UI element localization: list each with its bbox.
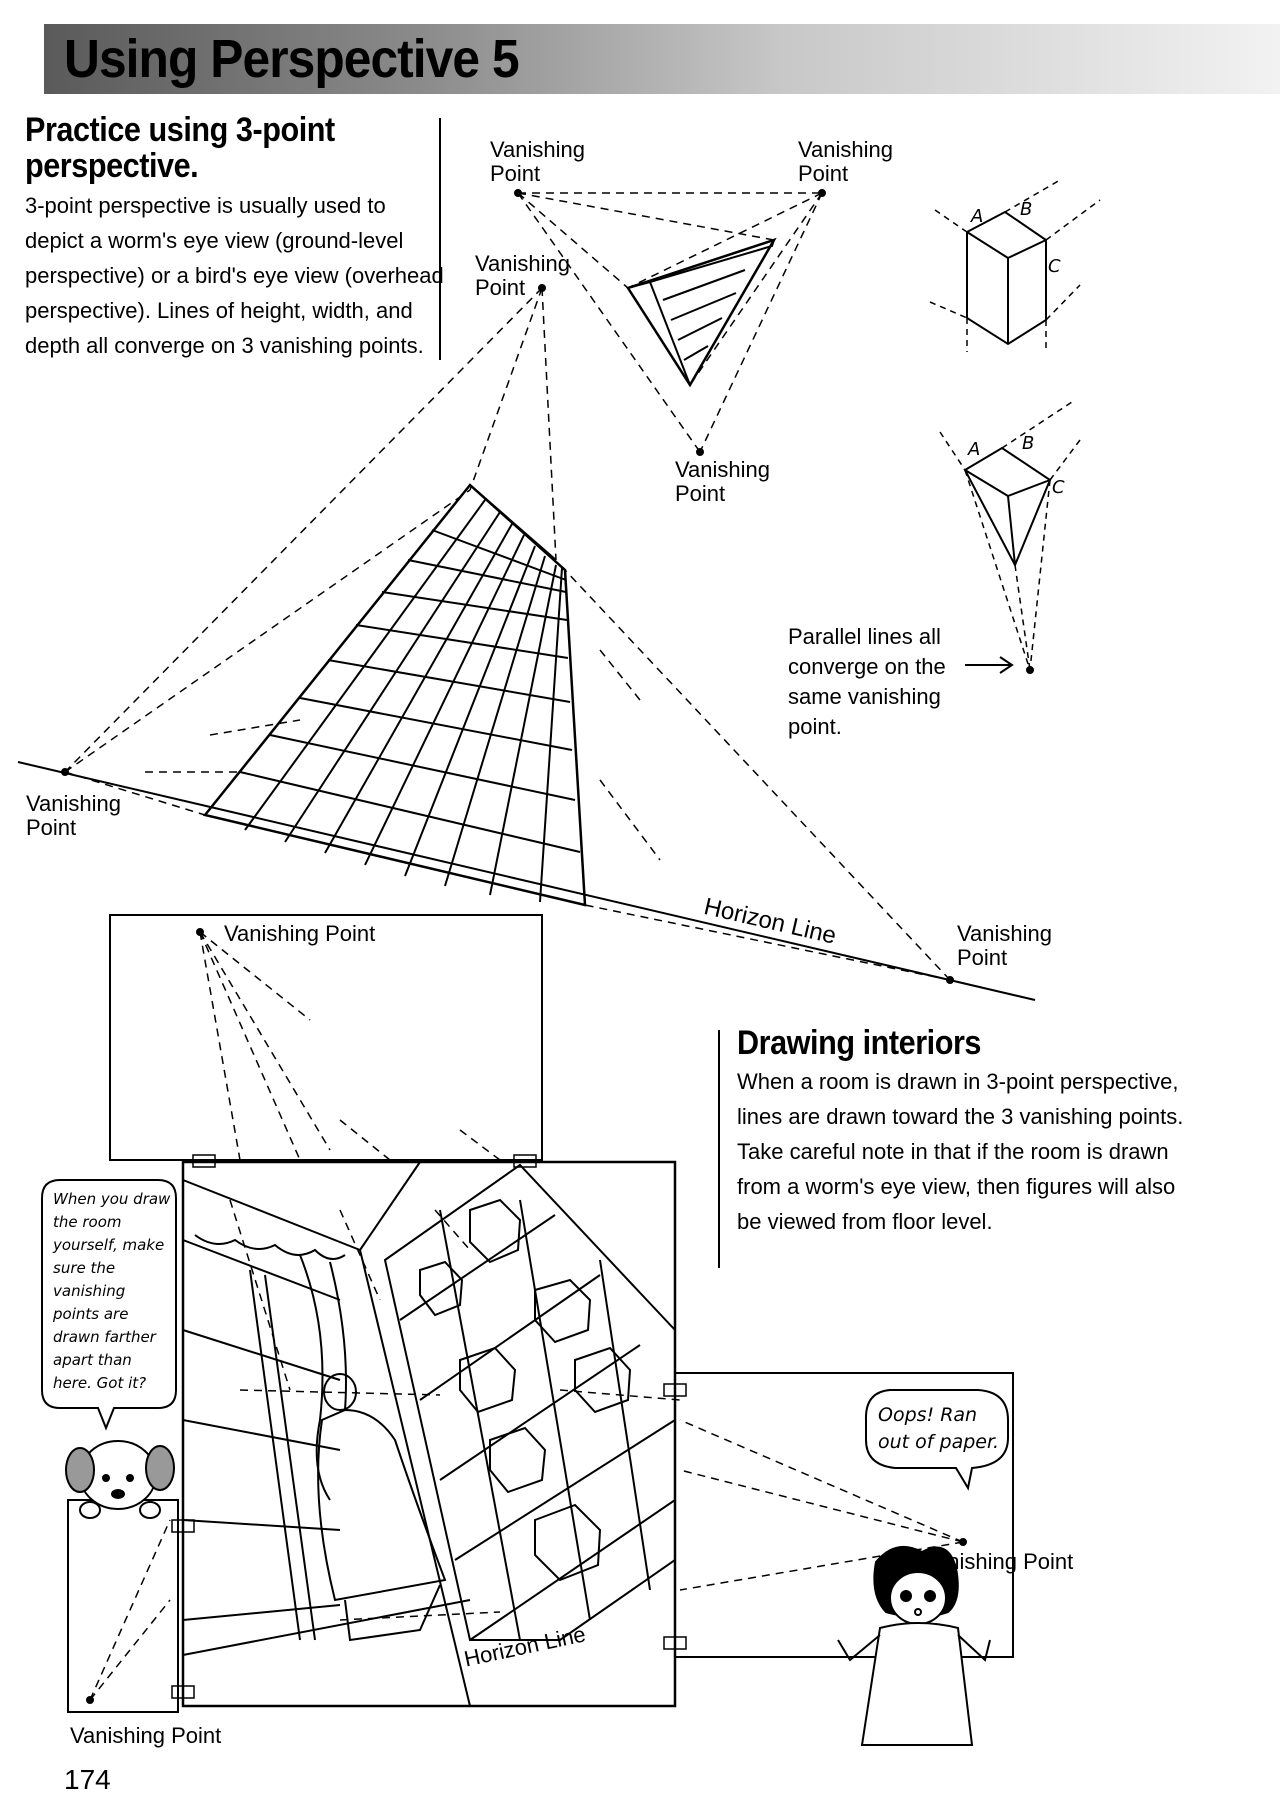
dog-bubble-line: the room xyxy=(53,1213,122,1231)
vp-label-building-left: Vanishing Point xyxy=(26,792,121,840)
dog-bubble-line: points are xyxy=(53,1305,129,1323)
parallel-lines-caption: Parallel lines all converge on the same … xyxy=(788,622,946,742)
vp-label-interior-right: Vanishing Point xyxy=(922,1549,1074,1574)
parallel-line: point. xyxy=(788,714,842,739)
kid-bubble-line: Oops! Ran xyxy=(878,1404,978,1426)
dog-bubble-line: sure the xyxy=(53,1259,116,1277)
kid-character xyxy=(837,1545,991,1746)
section1-line: 3-point perspective is usually used to xyxy=(25,193,386,218)
section1-line: perspective). Lines of height, width, an… xyxy=(25,298,413,323)
section1-line: perspective) or a bird's eye view (overh… xyxy=(25,263,444,288)
section1-heading-line2: perspective. xyxy=(25,147,199,185)
vp-word: Vanishing xyxy=(798,137,893,162)
section2-body: When a room is drawn in 3-point perspect… xyxy=(737,1064,1183,1239)
vp-label-triangle-bottom: Vanishing Point xyxy=(675,458,770,506)
section2-line: from a worm's eye view, then figures wil… xyxy=(737,1174,1176,1199)
vp-word: Vanishing xyxy=(490,137,585,162)
section2-line: lines are drawn toward the 3 vanishing p… xyxy=(737,1104,1184,1129)
section1-body: 3-point perspective is usually used to d… xyxy=(25,188,444,363)
parallel-line: same vanishing xyxy=(788,684,941,709)
dog-bubble-text: When you draw the room yourself, make su… xyxy=(53,1188,170,1395)
vp-label-interior-top: Vanishing Point xyxy=(224,921,376,946)
vp-label-interior-left: Vanishing Point xyxy=(70,1723,222,1748)
kid-bubble-text: Oops! Ran out of paper. xyxy=(878,1402,999,1456)
vp-word: Vanishing xyxy=(475,251,570,276)
box-label-a-top: A xyxy=(971,206,984,227)
point-word: Point xyxy=(475,275,526,300)
dog-bubble-line: apart than xyxy=(53,1351,132,1369)
page-number: 174 xyxy=(64,1764,111,1795)
tall-building-diagram xyxy=(17,287,1036,1001)
parallel-line: Parallel lines all xyxy=(788,624,941,649)
vp-word: Vanishing xyxy=(675,457,770,482)
point-word: Point xyxy=(490,161,541,186)
box-diagram-bottom xyxy=(939,399,1081,674)
point-word: Point xyxy=(26,815,77,840)
section1-line: depict a worm's eye view (ground-level xyxy=(25,228,404,253)
dog-bubble-line: drawn farther xyxy=(53,1328,156,1346)
section2-line: be viewed from floor level. xyxy=(737,1209,993,1234)
vp-word: Vanishing xyxy=(957,921,1052,946)
section1-line: depth all converge on 3 vanishing points… xyxy=(25,333,424,358)
overhead-triangle-diagram xyxy=(514,189,826,456)
point-word: Point xyxy=(675,481,726,506)
box-diagram-top xyxy=(929,179,1101,352)
dog-bubble-line: vanishing xyxy=(53,1282,126,1300)
section2-line: Take careful note in that if the room is… xyxy=(737,1139,1169,1164)
vp-label-top-right: Vanishing Point xyxy=(798,138,893,186)
interior-room xyxy=(171,1154,687,1708)
point-word: Point xyxy=(957,945,1008,970)
section2-heading: Drawing interiors xyxy=(737,1024,981,1062)
vp-label-top-left: Vanishing Point xyxy=(490,138,585,186)
page-title: Using Perspective 5 xyxy=(64,29,520,89)
vp-label-building-right: Vanishing Point xyxy=(957,922,1052,970)
dog-bubble-line: here. Got it? xyxy=(53,1374,147,1392)
box-label-a-bottom: A xyxy=(968,439,981,460)
dog-bubble-line: yourself, make xyxy=(53,1236,165,1254)
box-label-b-top: B xyxy=(1020,199,1033,220)
parallel-line: converge on the xyxy=(788,654,946,679)
box-label-c-bottom: C xyxy=(1052,477,1065,498)
interior-paper-sheets xyxy=(67,914,1014,1713)
section2-divider xyxy=(718,1030,720,1268)
kid-speech-bubble xyxy=(864,1389,1009,1491)
header-bar xyxy=(44,24,1280,94)
dog-bubble-line: When you draw xyxy=(53,1190,171,1208)
dog-speech-bubble xyxy=(41,1179,177,1431)
section1-heading-line1: Practice using 3-point xyxy=(25,111,335,149)
box-label-b-bottom: B xyxy=(1022,433,1035,454)
section2-line: When a room is drawn in 3-point perspect… xyxy=(737,1069,1179,1094)
section1-divider xyxy=(439,118,441,360)
dog-character xyxy=(65,1440,175,1519)
box-label-c-top: C xyxy=(1048,256,1061,277)
kid-bubble-line: out of paper. xyxy=(878,1431,1000,1453)
vp-label-mid-left: Vanishing Point xyxy=(475,252,570,300)
point-word: Point xyxy=(798,161,849,186)
vp-word: Vanishing xyxy=(26,791,121,816)
